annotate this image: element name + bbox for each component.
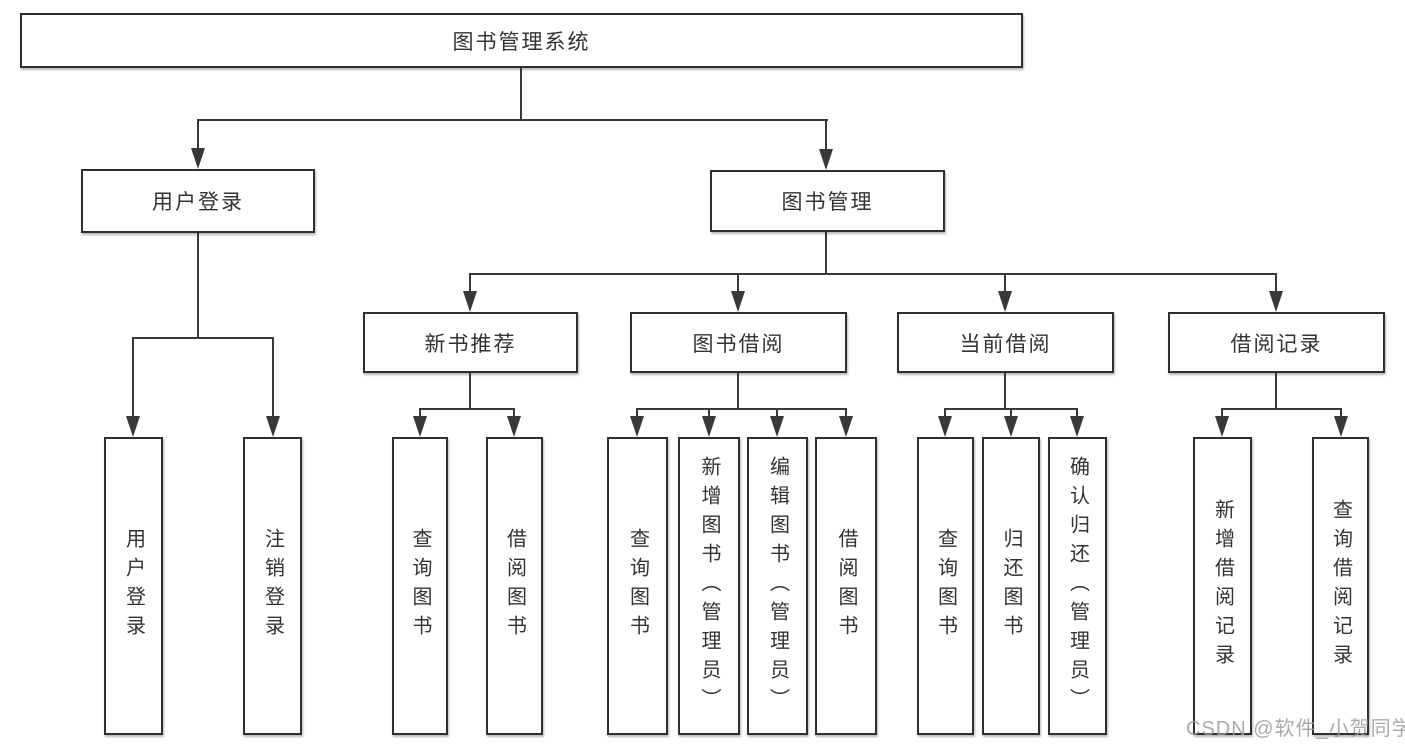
connector-drop-c3 [776,408,778,417]
connector-drop-book-mgmt [825,119,827,149]
leaf-borrow-books-recommend: 借阅图书 [486,437,543,735]
leaf-query-books-current-label: 查询图书 [934,528,957,644]
connector-root-hbar [197,119,828,121]
node-borrow-records: 借阅记录 [1168,312,1385,373]
connector-borrow-records-stem [1275,373,1277,408]
arrow-to-book-mgmt [819,149,833,170]
connector-new-book-hbar [419,408,515,410]
leaf-confirm-return-admin-label: 确认归还（管理员） [1066,455,1089,717]
leaf-logout-label: 注销登录 [261,528,284,644]
leaf-edit-books-admin-label: 编辑图书（管理员） [766,455,789,717]
node-book-management-label: 图书管理 [781,191,874,214]
leaf-borrow-books-borrowing-label: 借阅图书 [835,528,857,644]
arrow-to-user-login [191,148,205,169]
arrow-to-borrow-records [1269,291,1283,312]
leaf-borrow-books-borrowing: 借阅图书 [815,437,877,735]
node-current-borrowing-label: 当前借阅 [959,332,1052,356]
arrow-to-c1 [630,416,644,437]
leaf-add-books-admin-label: 新增图书（管理员） [698,455,720,717]
connector-drop-user-login [197,119,199,149]
node-new-book-recommend-label: 新书推荐 [424,332,517,356]
leaf-add-borrow-record: 新增借阅记录 [1193,437,1252,735]
connector-root-stem [520,68,522,119]
connector-drop-borrow-records [1275,273,1277,293]
leaf-user-login-label: 用户登录 [122,528,145,644]
node-book-borrowing: 图书借阅 [630,312,847,373]
leaf-return-books-label: 归还图书 [1000,528,1022,644]
leaf-query-books-borrowing: 查询图书 [607,437,668,735]
arrow-to-d1 [938,416,952,437]
node-root-label: 图书管理系统 [452,30,591,54]
connector-drop-b2 [513,408,515,417]
node-borrow-records-label: 借阅记录 [1230,332,1323,356]
connector-current-borrow-stem [1004,373,1006,408]
connector-drop-b1 [419,408,421,417]
leaf-query-books-recommend-label: 查询图书 [409,528,431,644]
connector-drop-book-borrow [737,273,739,293]
connector-drop-current-borrow [1004,273,1006,293]
connector-drop-c2 [708,408,710,417]
connector-drop-leaf-user-login [132,337,134,416]
connector-drop-d3 [1076,408,1078,417]
leaf-add-books-admin: 新增图书（管理员） [678,437,740,735]
connector-drop-e2 [1340,408,1342,417]
arrow-to-current-borrow [998,291,1012,312]
arrow-to-c2 [702,416,716,437]
leaf-query-borrow-record: 查询借阅记录 [1312,437,1369,735]
node-book-management: 图书管理 [710,170,945,232]
connector-user-login-stem [197,233,199,337]
arrow-to-e1 [1215,416,1229,437]
leaf-borrow-books-recommend-label: 借阅图书 [503,528,526,644]
leaf-edit-books-admin: 编辑图书（管理员） [747,437,808,735]
arrow-to-d3 [1070,416,1084,437]
leaf-confirm-return-admin: 确认归还（管理员） [1048,437,1107,735]
node-book-borrowing-label: 图书借阅 [692,332,785,356]
csdn-watermark: CSDN @软件_小贺同学 [1186,718,1405,740]
arrow-to-b1 [413,416,427,437]
node-root-library-system: 图书管理系统 [20,13,1023,68]
leaf-return-books: 归还图书 [982,437,1040,735]
node-user-login-label: 用户登录 [152,191,244,214]
leaf-user-login: 用户登录 [104,437,163,735]
connector-book-borrow-hbar [636,408,847,410]
connector-book-borrow-stem [737,373,739,408]
arrow-to-leaf-user-login [126,416,140,437]
arrow-to-e2 [1334,416,1348,437]
connector-borrow-records-hbar [1221,408,1342,410]
arrow-to-d2 [1004,416,1018,437]
connector-user-login-hbar [132,337,274,339]
arrow-to-leaf-logout [266,416,280,437]
leaf-query-borrow-record-label: 查询借阅记录 [1329,499,1352,673]
connector-drop-d1 [944,408,946,417]
connector-drop-c4 [845,408,847,417]
leaf-query-books-borrowing-label: 查询图书 [626,528,649,644]
connector-drop-leaf-logout [272,337,274,416]
leaf-query-books-current: 查询图书 [917,437,974,735]
connector-new-book-stem [469,373,471,408]
connector-drop-e1 [1221,408,1223,417]
node-current-borrowing: 当前借阅 [897,312,1114,373]
connector-book-mgmt-hbar [469,273,1277,275]
arrow-to-b2 [507,416,521,437]
node-user-login: 用户登录 [81,169,315,233]
leaf-add-borrow-record-label: 新增借阅记录 [1211,499,1234,673]
arrow-to-c3 [770,416,784,437]
connector-drop-d2 [1010,408,1012,417]
connector-drop-new-book [469,273,471,293]
node-new-book-recommend: 新书推荐 [363,312,578,373]
leaf-logout: 注销登录 [243,437,302,735]
leaf-query-books-recommend: 查询图书 [392,437,448,735]
arrow-to-c4 [839,416,853,437]
connector-book-mgmt-stem [825,232,827,273]
arrow-to-new-book [463,291,477,312]
arrow-to-book-borrow [731,291,745,312]
connector-drop-c1 [636,408,638,417]
